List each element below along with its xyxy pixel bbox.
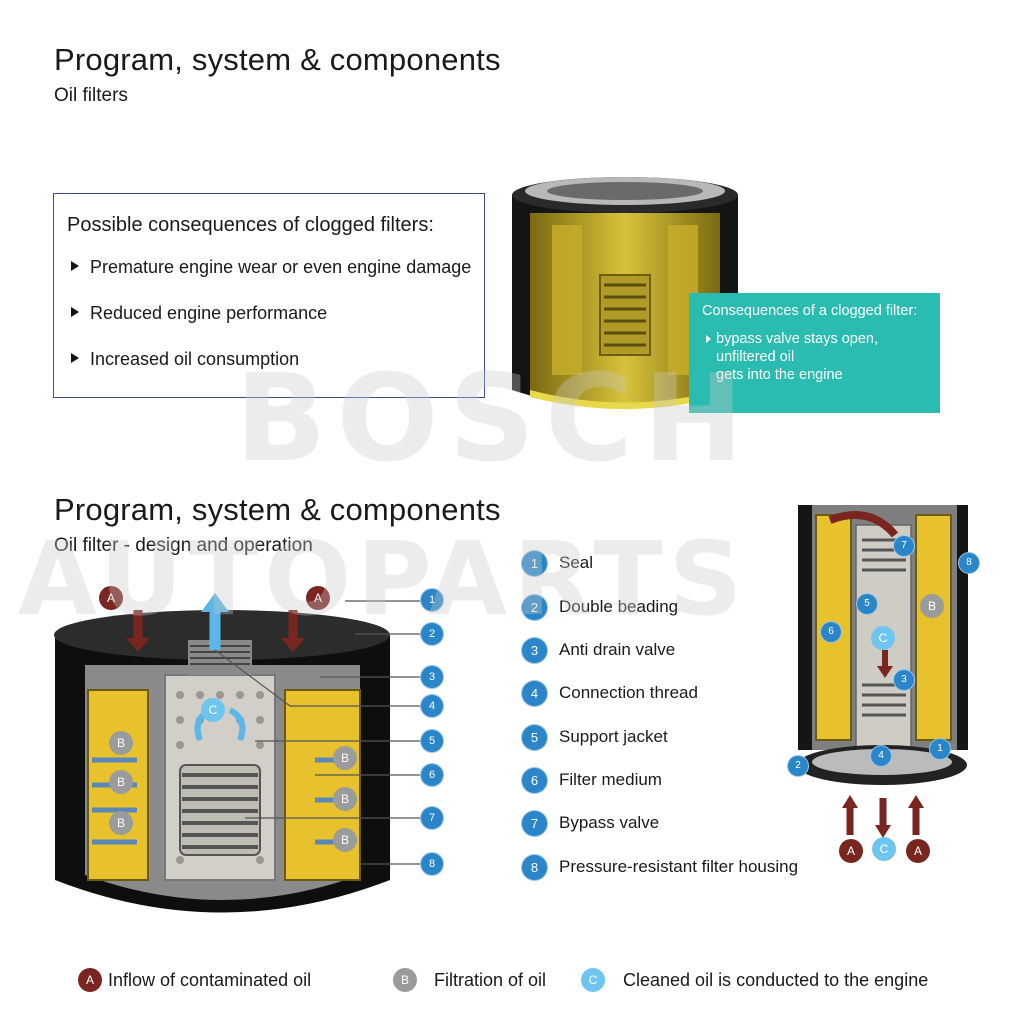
- callout-number: 1: [421, 589, 443, 611]
- legend-number: 2: [522, 595, 547, 620]
- flow-marker-b: B: [109, 811, 133, 835]
- callout-number: 4: [421, 695, 443, 717]
- callout-text: bypass valve stays open, unfiltered oil …: [706, 330, 879, 384]
- clogged-filter-illustration: [512, 177, 738, 409]
- legend-number: 4: [522, 681, 547, 706]
- legend-label: Filter medium: [559, 770, 662, 789]
- clogged-filter-callout: Consequences of a clogged filter: bypass…: [689, 293, 940, 413]
- legend-label: Bypass valve: [559, 813, 660, 832]
- flow-marker-b: B: [333, 746, 357, 770]
- callout-number: 4: [871, 746, 891, 766]
- flow-marker-c: C: [871, 626, 895, 650]
- consequence-item: Increased oil consumption: [71, 349, 299, 370]
- callout-number: 8: [959, 553, 979, 573]
- flow-key-label: Cleaned oil is conducted to the engine: [623, 970, 929, 990]
- legend-number: 1: [522, 551, 547, 576]
- callout-number: 6: [821, 622, 841, 642]
- callout-number: 5: [857, 594, 877, 614]
- legend-number: 6: [522, 768, 547, 793]
- legend-label: Connection thread: [559, 683, 698, 702]
- section-subtitle: Oil filter - design and operation: [54, 535, 313, 556]
- flow-marker-c: C: [872, 837, 896, 861]
- callout-number: 3: [894, 670, 914, 690]
- callout-number: 5: [421, 730, 443, 752]
- bullet-triangle-icon: [71, 307, 79, 318]
- callout-line: gets into the engine: [716, 367, 843, 383]
- callout-number: 2: [788, 756, 808, 776]
- flow-marker-c: C: [201, 698, 225, 722]
- flow-marker-b: B: [333, 828, 357, 852]
- page-subtitle: Oil filters: [54, 85, 128, 106]
- flow-key-dot: C: [581, 968, 605, 992]
- flow-key-label: Filtration of oil: [434, 970, 547, 990]
- callout-number: 6: [421, 764, 443, 786]
- flow-marker-b: B: [920, 594, 944, 618]
- consequence-item: Reduced engine performance: [71, 303, 327, 324]
- flow-marker-a: A: [99, 586, 123, 610]
- legend-number: 3: [522, 638, 547, 663]
- section-title: Program, system & components: [54, 492, 501, 527]
- flow-marker-a: A: [306, 586, 330, 610]
- callout-number: 7: [894, 536, 914, 556]
- callout-number: 2: [421, 623, 443, 645]
- legend-label: Seal: [559, 553, 594, 572]
- filter-cutaway-diagram: [54, 593, 390, 913]
- callout-title: Consequences of a clogged filter:: [702, 303, 918, 319]
- legend-number: 5: [522, 725, 547, 750]
- callout-line: bypass valve stays open,: [716, 331, 879, 347]
- flow-key-label: Inflow of contaminated oil: [108, 970, 312, 990]
- flow-marker-a: A: [839, 839, 863, 863]
- callout-number: 8: [421, 853, 443, 875]
- callout-line: unfiltered oil: [716, 349, 795, 365]
- legend-label: Anti drain valve: [559, 640, 676, 659]
- callout-number: 1: [930, 739, 950, 759]
- bullet-triangle-icon: [706, 335, 711, 343]
- callout-number: 7: [421, 807, 443, 829]
- legend-number: 8: [522, 855, 547, 880]
- legend-label: Double beading: [559, 597, 679, 616]
- consequences-title: Possible consequences of clogged filters…: [67, 214, 434, 236]
- bullet-triangle-icon: [71, 261, 79, 272]
- consequences-box: Possible consequences of clogged filters…: [53, 193, 485, 398]
- bullet-triangle-icon: [71, 353, 79, 364]
- legend-number: 7: [522, 811, 547, 836]
- page-title: Program, system & components: [54, 42, 501, 77]
- flow-marker-b: B: [109, 731, 133, 755]
- flow-marker-b: B: [109, 770, 133, 794]
- flow-arrows: [842, 795, 924, 838]
- callout-number: 3: [421, 666, 443, 688]
- legend-label: Support jacket: [559, 727, 668, 746]
- flow-key-dot: A: [78, 968, 102, 992]
- flow-marker-a: A: [906, 839, 930, 863]
- flow-marker-b: B: [333, 787, 357, 811]
- consequence-item: Premature engine wear or even engine dam…: [71, 257, 471, 278]
- legend-label: Pressure-resistant filter housing: [559, 857, 799, 876]
- flow-key-dot: B: [393, 968, 417, 992]
